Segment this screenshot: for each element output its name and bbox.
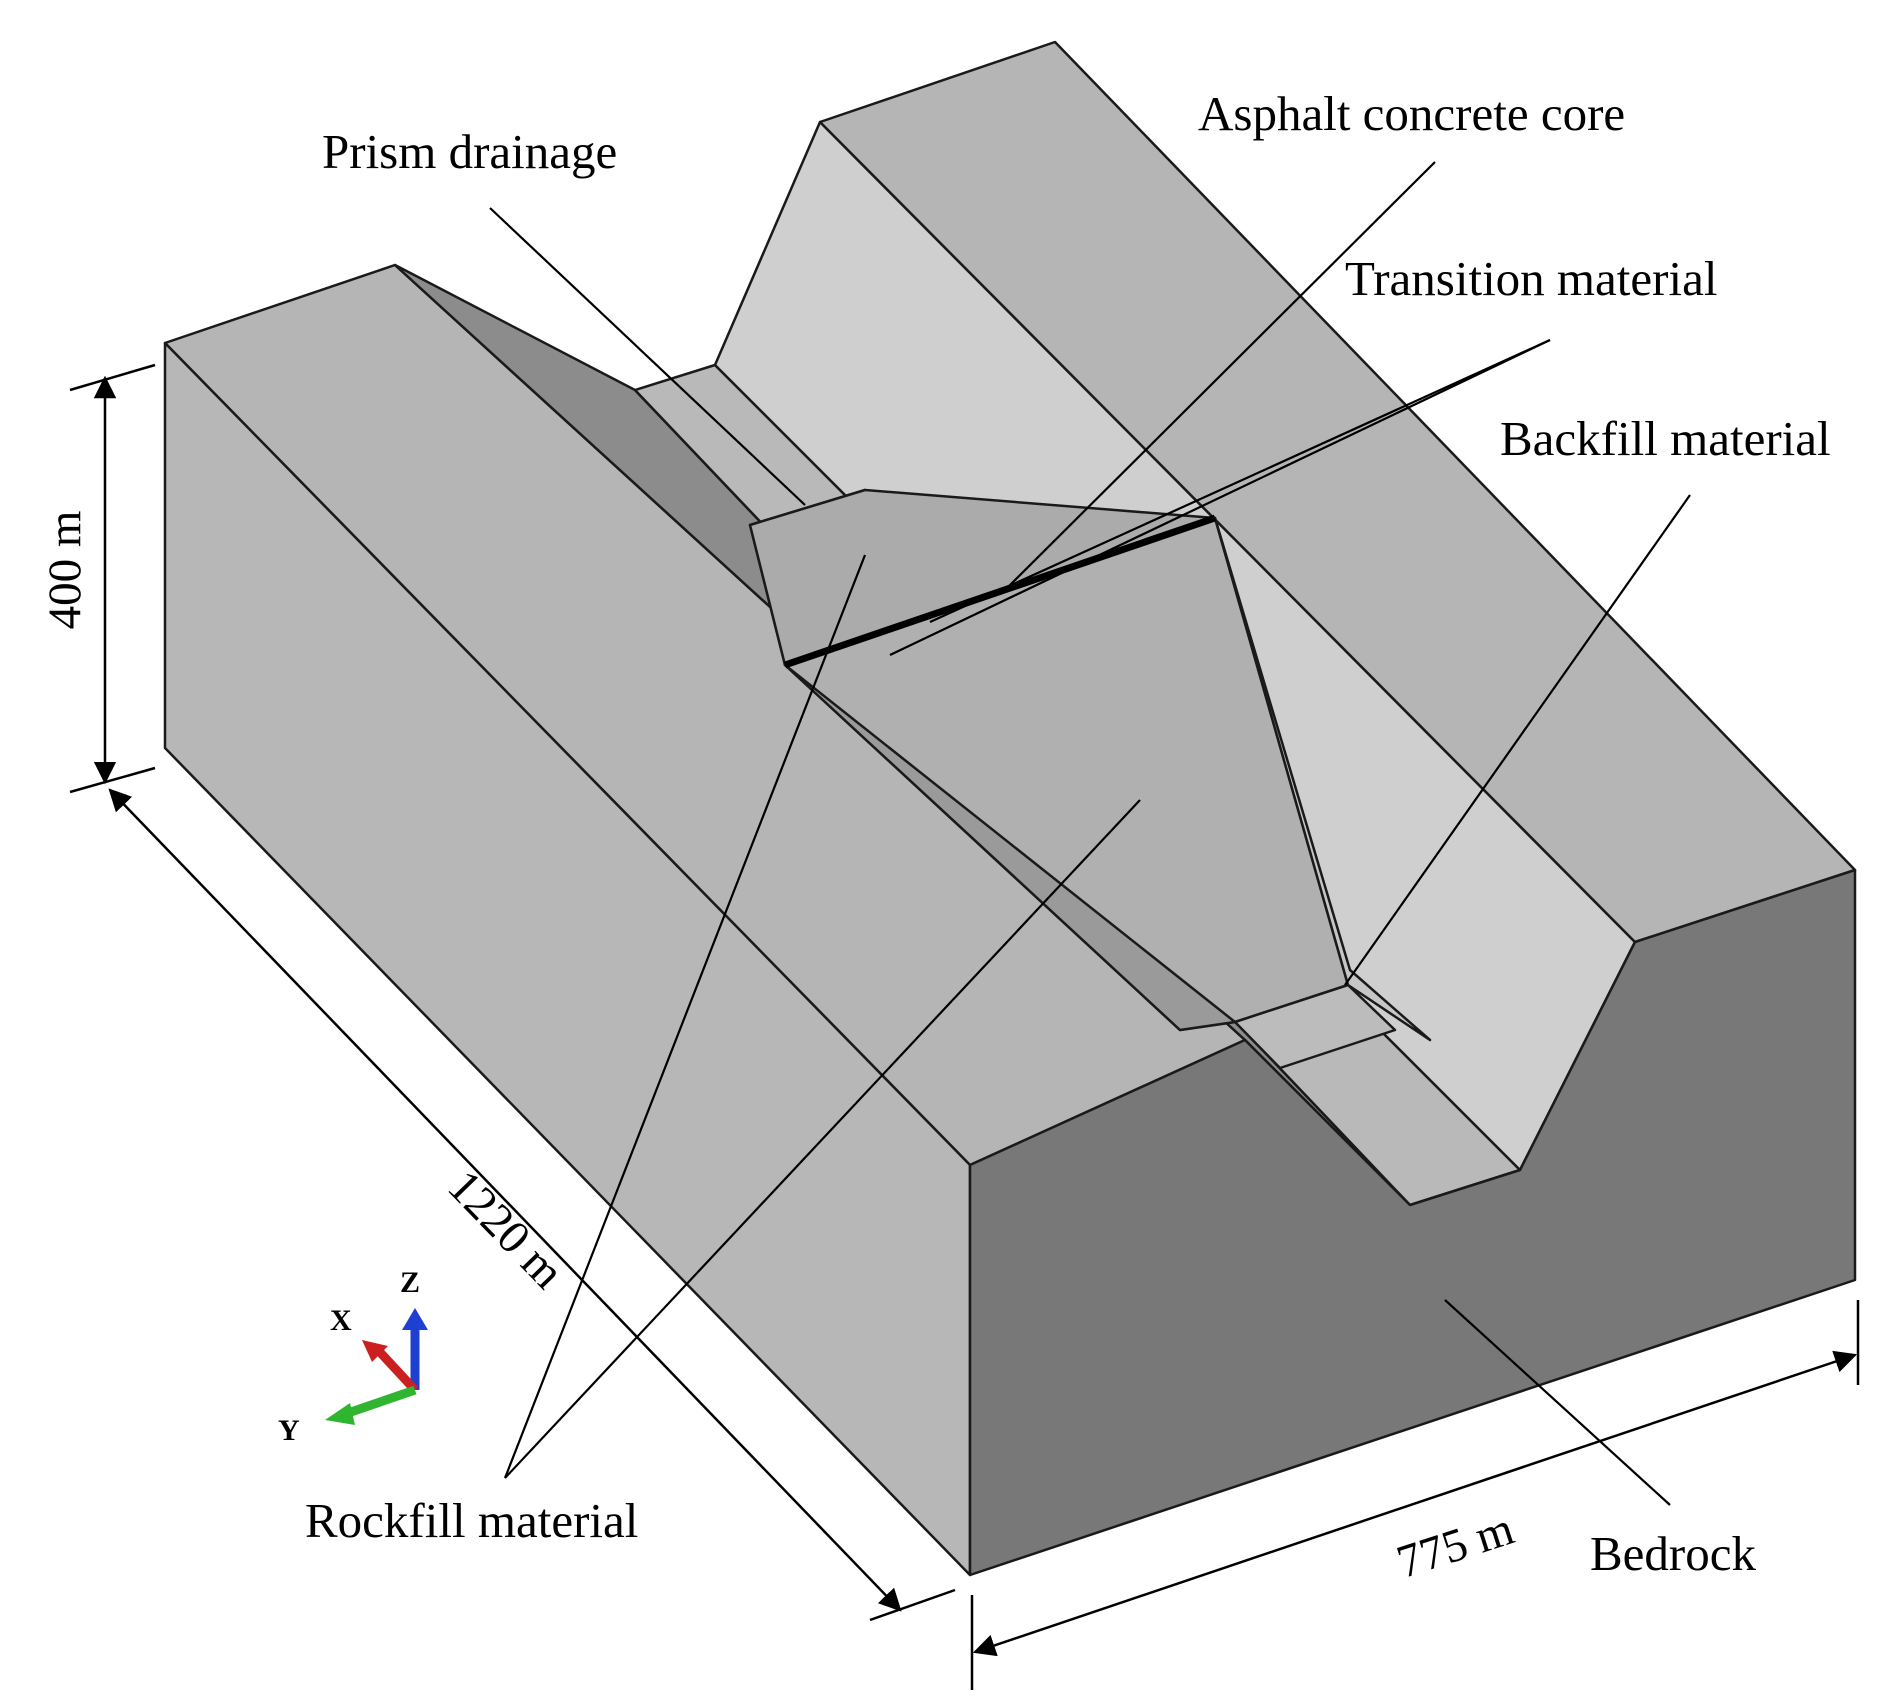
axis-label-x: X [330,1304,352,1337]
y-axis-arrow [346,1385,417,1418]
z-axis-head [402,1308,428,1330]
dim-length-label: 1220 m [438,1160,574,1298]
label-bedrock: Bedrock [1590,1526,1756,1581]
asphalt-core-line [783,514,1217,669]
axis-label-y: Y [278,1414,300,1447]
x-axis-head [362,1340,388,1362]
backfill-floor-face [1233,983,1397,1070]
leader-transition-2 [929,338,1551,624]
label-asphalt-core: Asphalt concrete core [1198,86,1625,141]
dim-width-label: 775 m [1391,1503,1520,1589]
label-transition: Transition material [1345,251,1717,306]
label-prism-drainage: Prism drainage [322,124,617,179]
dim-height-label: 400 m [39,511,91,630]
leader-transition-1 [889,339,1551,656]
leader-asphalt-core [1004,161,1436,591]
axis-label-z: Z [400,1266,420,1299]
x-axis-arrow [374,1346,419,1394]
dam-left-slope-strip [783,663,1237,1032]
dim-length-tick [869,1588,956,1622]
axis-triad: Z X Y [278,1266,428,1447]
leader-backfill [1344,494,1691,986]
y-axis-head [325,1403,355,1425]
label-rockfill: Rockfill material [305,1493,638,1548]
leader-prism-drainage [489,207,806,506]
dim-height-tick-bottom [69,766,156,794]
dam-right-flank-face [1213,516,1432,1042]
material-labels: Prism drainage Asphalt concrete core Tra… [305,86,1831,1581]
dim-width-line [972,1350,1858,1657]
label-backfill: Backfill material [1500,411,1831,466]
dim-length-line [108,788,902,1612]
dim-height-tick-top [69,363,156,392]
